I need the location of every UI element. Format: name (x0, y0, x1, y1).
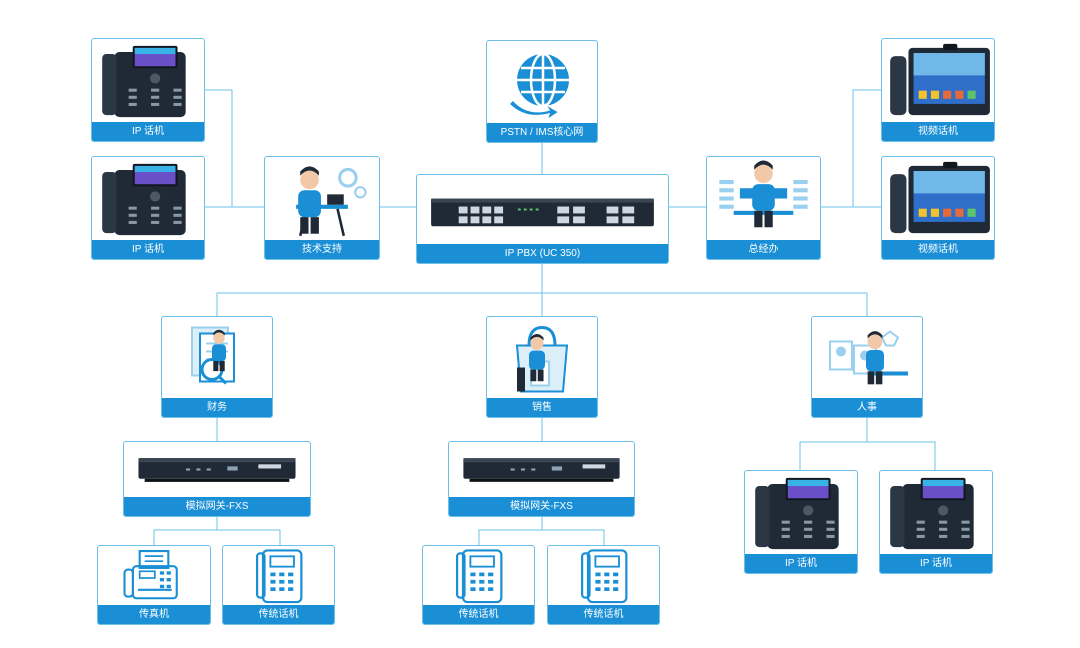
right-video-phone-2-label: 视频话机 (882, 240, 994, 259)
pstn-ims-label: PSTN / IMS核心网 (487, 123, 597, 142)
left-ip-phone-1-label: IP 话机 (92, 122, 204, 141)
left-ip-phone-2-label: IP 话机 (92, 240, 204, 259)
ip-pbx-rack-icon (417, 175, 668, 244)
sales-node: 销售 (486, 316, 598, 418)
legacy-phone-1-node: 传统话机 (222, 545, 335, 625)
finance-label: 财务 (162, 398, 272, 417)
analog-gateway-icon (124, 442, 310, 497)
finance-node: 财务 (161, 316, 273, 418)
video-phone-icon (882, 157, 994, 240)
ip-phone-icon (92, 157, 204, 240)
analog-gateway-icon (449, 442, 634, 497)
hr-profiles-icon (812, 317, 922, 398)
hr-label: 人事 (812, 398, 922, 417)
sales-label: 销售 (487, 398, 597, 417)
finance-gateway-label: 模拟网关-FXS (124, 497, 310, 516)
left-ip-phone-1: IP 话机 (91, 38, 205, 142)
hr-ip-phone-2-label: IP 话机 (880, 554, 992, 573)
fax-machine-label: 传真机 (98, 605, 210, 624)
legacy-phone-2-label: 传统话机 (423, 605, 534, 624)
pstn-ims-node: PSTN / IMS核心网 (486, 40, 598, 143)
hr-ip-phone-1-node: IP 话机 (744, 470, 858, 574)
video-phone-icon (882, 39, 994, 122)
fax-machine-node: 传真机 (97, 545, 211, 625)
tech-support-person-icon (265, 157, 379, 240)
right-video-phone-1-label: 视频话机 (882, 122, 994, 141)
ip-phone-icon (880, 471, 992, 554)
hr-node: 人事 (811, 316, 923, 418)
legacy-phone-icon (423, 546, 534, 605)
finance-gateway-node: 模拟网关-FXS (123, 441, 311, 517)
fax-machine-icon (98, 546, 210, 605)
general-office-node: 总经办 (706, 156, 821, 260)
right-video-phone-2: 视频话机 (881, 156, 995, 260)
right-video-phone-1: 视频话机 (881, 38, 995, 142)
hr-ip-phone-1-label: IP 话机 (745, 554, 857, 573)
tech-support-label: 技术支持 (265, 240, 379, 259)
legacy-phone-icon (548, 546, 659, 605)
general-office-label: 总经办 (707, 240, 820, 259)
office-workstation-icon (707, 157, 820, 240)
hr-ip-phone-2-node: IP 话机 (879, 470, 993, 574)
sales-gateway-label: 模拟网关-FXS (449, 497, 634, 516)
legacy-phone-3-node: 传统话机 (547, 545, 660, 625)
ip-phone-icon (745, 471, 857, 554)
ip-pbx-label: IP PBX (UC 350) (417, 244, 668, 263)
ip-pbx-node: IP PBX (UC 350) (416, 174, 669, 264)
legacy-phone-1-label: 传统话机 (223, 605, 334, 624)
legacy-phone-2-node: 传统话机 (422, 545, 535, 625)
legacy-phone-3-label: 传统话机 (548, 605, 659, 624)
finance-documents-icon (162, 317, 272, 398)
legacy-phone-icon (223, 546, 334, 605)
ip-phone-icon (92, 39, 204, 122)
tech-support-node: 技术支持 (264, 156, 380, 260)
sales-gateway-node: 模拟网关-FXS (448, 441, 635, 517)
globe-network-icon (487, 41, 597, 123)
sales-shopping-bag-icon (487, 317, 597, 398)
left-ip-phone-2: IP 话机 (91, 156, 205, 260)
